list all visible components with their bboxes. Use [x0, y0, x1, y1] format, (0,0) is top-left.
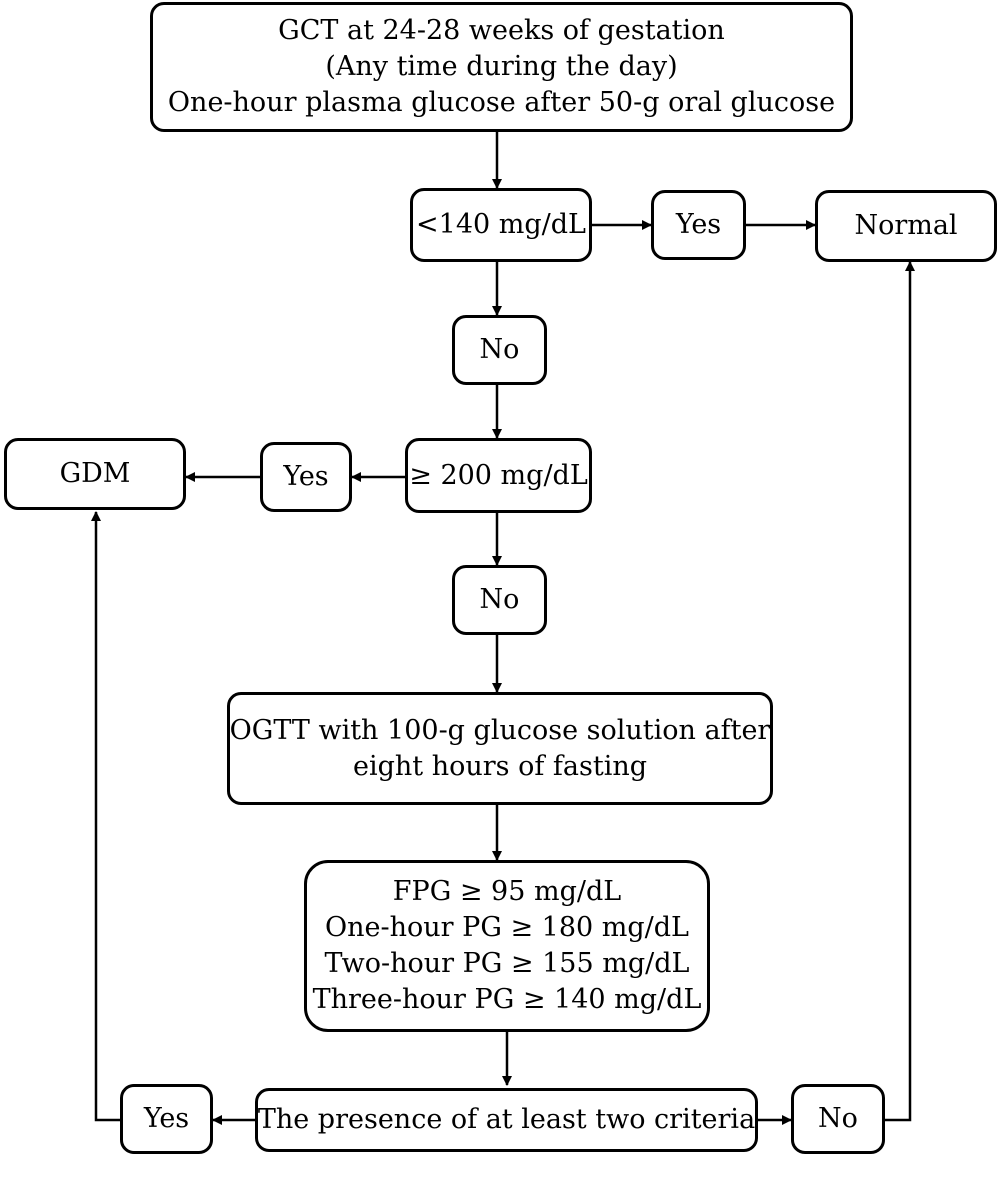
- criteria-box: FPG ≥ 95 mg/dL One-hour PG ≥ 180 mg/dL T…: [304, 860, 710, 1032]
- no-bottom-box: No: [791, 1084, 885, 1154]
- lt140-label: <140 mg/dL: [416, 209, 586, 240]
- yes-top-box: Yes: [651, 190, 746, 260]
- criteria-line-fpg: FPG ≥ 95 mg/dL: [392, 876, 622, 907]
- no-label-1: No: [479, 334, 520, 365]
- no-box-1: No: [452, 315, 547, 385]
- ge200-box: ≥ 200 mg/dL: [405, 438, 592, 513]
- criteria-line-one-hour: One-hour PG ≥ 180 mg/dL: [325, 912, 689, 943]
- lt140-box: <140 mg/dL: [410, 188, 592, 262]
- gct-line-1: GCT at 24-28 weeks of gestation: [278, 15, 725, 46]
- yes-mid-box: Yes: [260, 442, 352, 512]
- ogtt-box: OGTT with 100-g glucose solution after e…: [227, 692, 773, 805]
- ogtt-line-1: OGTT with 100-g glucose solution after: [229, 714, 771, 746]
- normal-label: Normal: [854, 210, 958, 241]
- gct-start-box: GCT at 24-28 weeks of gestation (Any tim…: [150, 2, 853, 132]
- arrow-no-to-normal-feedback: [885, 261, 915, 1122]
- no-box-2: No: [452, 565, 547, 635]
- arrow-yes-to-gdm-feedback: [91, 511, 120, 1122]
- gdm-label: GDM: [59, 458, 131, 489]
- ogtt-line-2: eight hours of fasting: [352, 750, 648, 782]
- no-bottom-label: No: [818, 1103, 858, 1134]
- yes-top-label: Yes: [675, 209, 722, 240]
- gdm-box: GDM: [4, 438, 186, 510]
- yes-bottom-box: Yes: [120, 1084, 213, 1154]
- yes-bottom-label: Yes: [143, 1103, 190, 1134]
- gct-line-2: (Any time during the day): [325, 51, 678, 82]
- presence-box: The presence of at least two criteria: [255, 1088, 758, 1152]
- ge200-label: ≥ 200 mg/dL: [409, 459, 588, 491]
- no-label-2: No: [479, 584, 520, 615]
- gct-line-3: One-hour plasma glucose after 50-g oral …: [167, 87, 836, 118]
- normal-box: Normal: [815, 190, 997, 262]
- yes-mid-label: Yes: [283, 461, 329, 492]
- presence-label: The presence of at least two criteria: [257, 1104, 756, 1135]
- criteria-line-two-hour: Two-hour PG ≥ 155 mg/dL: [324, 948, 690, 979]
- criteria-line-three-hour: Three-hour PG ≥ 140 mg/dL: [312, 984, 702, 1015]
